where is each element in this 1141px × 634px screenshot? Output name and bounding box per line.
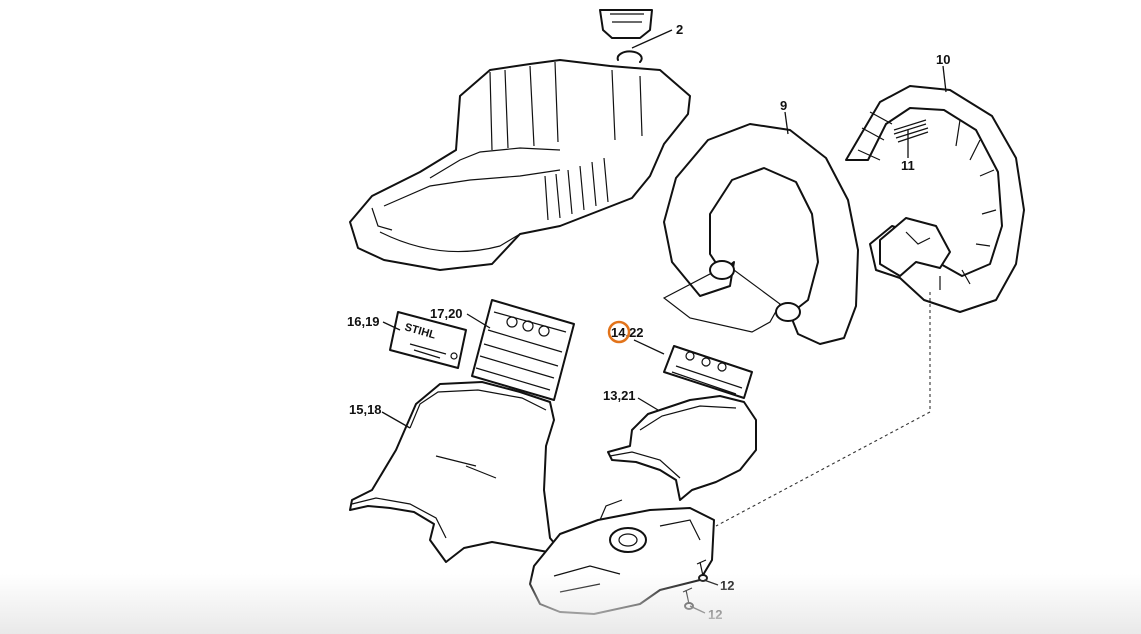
alignment-dashed-line: [715, 292, 931, 527]
part-screw-lower: [682, 587, 694, 610]
leader-lines: [381, 29, 947, 614]
part-screw-upper: [696, 559, 708, 582]
callout-12-lower[interactable]: 12: [708, 607, 722, 622]
callout-14-22[interactable]: 14,22: [611, 325, 644, 340]
part-handle-frame: [845, 85, 1025, 313]
callout-9[interactable]: 9: [780, 98, 787, 113]
part-spring: [893, 119, 929, 143]
part-small-cover: [607, 395, 757, 501]
part-front-handle: [662, 123, 859, 345]
part-warning-label: [471, 299, 575, 401]
callout-10[interactable]: 10: [936, 52, 950, 67]
callout-16-19[interactable]: 16,19: [347, 314, 380, 329]
part-knob: [599, 9, 653, 39]
callout-13-21[interactable]: 13,21: [603, 388, 636, 403]
callout-15-18[interactable]: 15,18: [349, 402, 382, 417]
part-logo-plate: STIHL: [389, 311, 467, 369]
callout-11[interactable]: 11: [901, 158, 915, 173]
part-large-cover: [349, 381, 561, 563]
part-small-decal: [663, 345, 753, 399]
part-circlip: [616, 50, 643, 63]
callout-17-20[interactable]: 17,20: [430, 306, 463, 321]
callout-highlight-ring: [607, 320, 631, 344]
callout-2[interactable]: 2: [676, 22, 683, 37]
part-housing: [349, 59, 691, 271]
part-gear-housing: [529, 499, 715, 615]
callout-12-upper[interactable]: 12: [720, 578, 734, 593]
